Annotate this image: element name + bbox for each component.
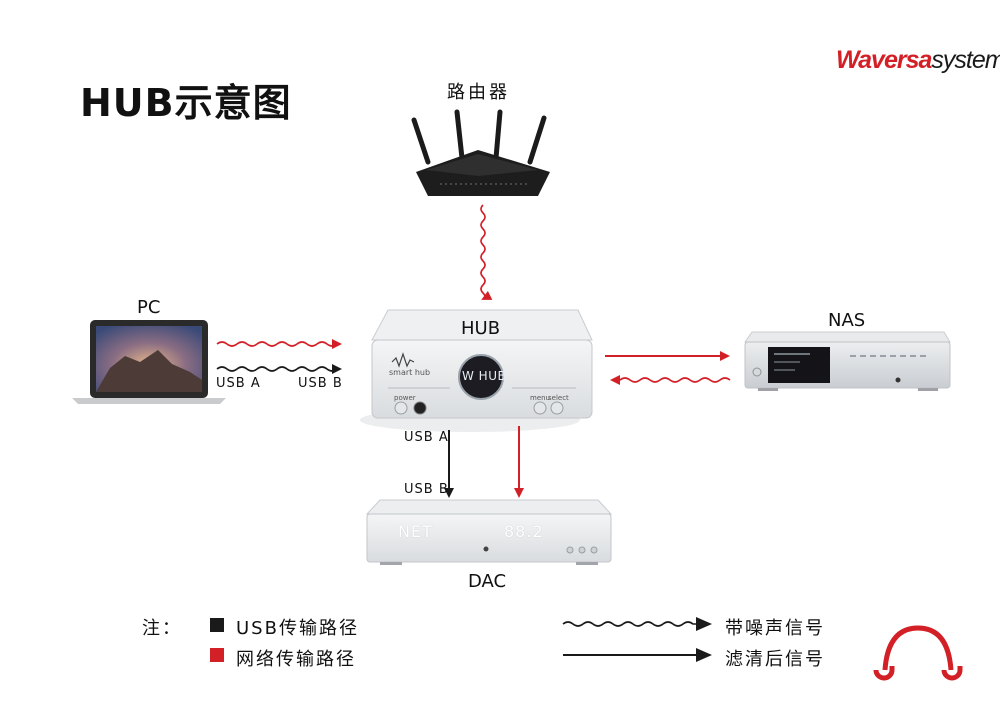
legend-clean-arrowhead [696,648,712,662]
pc-to-hub-usb-arrow [216,364,342,374]
pc-to-hub-network-arrow [216,339,342,349]
hub-select-label: select [548,394,569,402]
hub-label: HUB [461,318,501,339]
headphone-logo-icon [873,625,963,681]
brand-logo-part1: Waversa [836,46,932,74]
page-title: HUB示意图 [80,81,292,125]
hub-usb-a-label: USB A [404,430,449,445]
legend-network-path: 网络传输路径 [236,649,356,670]
router-label: 路由器 [447,82,510,103]
dac-device [365,499,613,565]
legend-usb-swatch [210,618,224,632]
hub-brand-text: smart hub [389,368,431,377]
router-to-hub-noisy-arrow [480,204,493,300]
legend-noisy-arrowhead [696,617,712,631]
legend-usb-path: USB传输路径 [236,618,359,639]
nas-label: NAS [828,310,866,331]
hub-menu-label: menu [530,394,550,402]
dac-label: DAC [468,571,507,592]
hub-device [360,309,593,432]
pc-laptop [72,320,226,404]
dac-usb-b-label: USB B [404,482,449,497]
legend-network-swatch [210,648,224,662]
router-device [411,109,550,196]
pc-usb-b-label: USB B [298,376,343,391]
legend-noisy-line [562,621,700,627]
pc-usb-a-label: USB A [216,376,261,391]
legend-note: 注： [142,618,182,639]
nas-to-hub-noisy-arrow [610,375,731,385]
nas-device [744,331,951,391]
brand-logo-part2: systems [931,46,1000,74]
dac-display-right: 88.2 [504,522,544,541]
hub-display-text: W HUB [462,369,507,383]
hub-power-label: power [394,394,416,402]
legend-noisy-signal: 带噪声信号 [725,618,825,639]
legend-clean-signal: 滤清后信号 [725,649,825,670]
pc-label: PC [137,297,161,318]
brand-logo: Waversasystems [836,46,1000,75]
dac-display-left: NET [398,522,433,541]
